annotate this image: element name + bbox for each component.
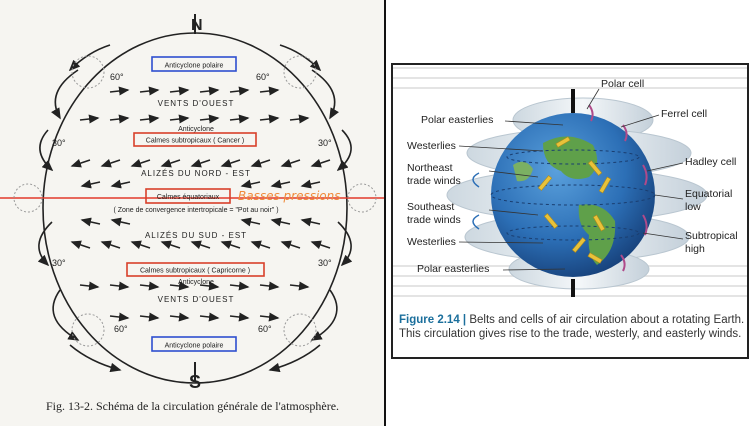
westerly-arrows-north <box>79 86 310 124</box>
se-trade-arrows <box>70 217 331 250</box>
ne-trades-label-1: Northeast <box>407 162 453 174</box>
lat-30-nw: 30° <box>52 138 66 148</box>
continents <box>513 136 616 265</box>
cell-clouds <box>13 55 377 347</box>
subtropical-calms-box-south <box>126 262 265 277</box>
polar-high-box-bottom <box>151 336 237 352</box>
westerlies-label-south: VENTS D'OUEST <box>158 295 235 304</box>
surface-wind-arrows <box>537 136 612 264</box>
se-trades-label: ALIZÉS DU SUD - EST <box>145 231 247 240</box>
polar-cell-label: Polar cell <box>601 78 644 90</box>
rotation-axis-top <box>571 89 575 113</box>
left-schematic-panel: N S 60° 60° 30° 30° 30° 30° 60° 60° Anti… <box>0 0 386 426</box>
ne-trade-arrows <box>70 158 331 189</box>
ferrel-cell-label: Ferrel cell <box>661 108 707 120</box>
equatorial-calms-box <box>145 188 231 204</box>
westerlies-label-north: VENTS D'OUEST <box>158 99 235 108</box>
cell-arrows-left <box>37 44 122 373</box>
equatorial-calms-label: Calmes équatoriaux <box>157 194 220 201</box>
polar-high-label-top: Anticyclone polaire <box>165 63 224 70</box>
subtropical-calms-box-north <box>133 132 257 147</box>
rotation-axis-bottom <box>571 279 575 297</box>
cell-arrows-right <box>268 44 353 373</box>
leader-lines <box>458 88 684 271</box>
itcz-label: ( Zone de convergence intertropicale = "… <box>113 207 278 214</box>
subtropical-high-label-1: Subtropical <box>685 230 738 242</box>
subtropical-calms-north: Calmes subtropicaux ( Cancer ) <box>146 138 244 145</box>
cell-loop-arrows <box>472 172 480 230</box>
equatorial-low-label-1: Equatorial <box>685 188 732 200</box>
lat-60-ne: 60° <box>256 72 270 82</box>
polar-easterlies-top-label: Polar easterlies <box>421 114 493 126</box>
lat-60-nw: 60° <box>110 72 124 82</box>
polar-high-label-bottom: Anticyclone polaire <box>165 343 224 350</box>
subtropical-anticyclone-north: Anticyclone <box>178 126 214 133</box>
se-trades-label-1: Southeast <box>407 201 454 213</box>
se-trades-label-2: trade winds <box>407 214 461 226</box>
lat-60-sw: 60° <box>114 324 128 334</box>
globe-circulation-diagram: Polar cell Ferrel cell Hadley cell Equat… <box>393 67 747 297</box>
ne-trades-label-2: trade winds <box>407 175 461 187</box>
figure-number: Figure 2.14 | <box>399 314 467 326</box>
subtropical-calms-south: Calmes subtropicaux ( Capricorne ) <box>140 268 250 275</box>
westerlies-bottom-label: Westerlies <box>407 236 456 248</box>
left-figure-caption: Fig. 13-2. Schéma de la circulation géné… <box>46 399 340 413</box>
figure-caption: Figure 2.14 | Belts and cells of air cir… <box>399 313 745 341</box>
ne-trades-label: ALIZÉS DU NORD - EST <box>141 169 251 178</box>
figure-caption-text: Belts and cells of air circulation about… <box>399 314 745 340</box>
westerlies-top-label: Westerlies <box>407 140 456 152</box>
circulation-schematic: N S 60° 60° 30° 30° 30° 30° 60° 60° Anti… <box>0 14 384 392</box>
panel-border <box>384 0 386 426</box>
lat-30-sw: 30° <box>52 258 66 268</box>
subtropical-anticyclone-south: Anticyclone <box>178 279 214 286</box>
hadley-cell-label: Hadley cell <box>685 156 736 168</box>
lat-30-ne: 30° <box>318 138 332 148</box>
polar-high-box-top <box>151 56 237 72</box>
lat-30-se: 30° <box>318 258 332 268</box>
right-textbook-figure: Polar cell Ferrel cell Hadley cell Equat… <box>391 63 749 359</box>
subtropical-high-label-2: high <box>685 243 705 255</box>
handwritten-low-pressure-note: Basses pressions <box>238 189 341 203</box>
north-pole-label: N <box>191 17 203 34</box>
south-pole-label: S <box>189 372 201 392</box>
equatorial-low-label-2: low <box>685 201 701 213</box>
westerly-arrows-south <box>79 281 310 322</box>
lat-60-se: 60° <box>258 324 272 334</box>
polar-easterlies-bottom-label: Polar easterlies <box>417 263 489 275</box>
